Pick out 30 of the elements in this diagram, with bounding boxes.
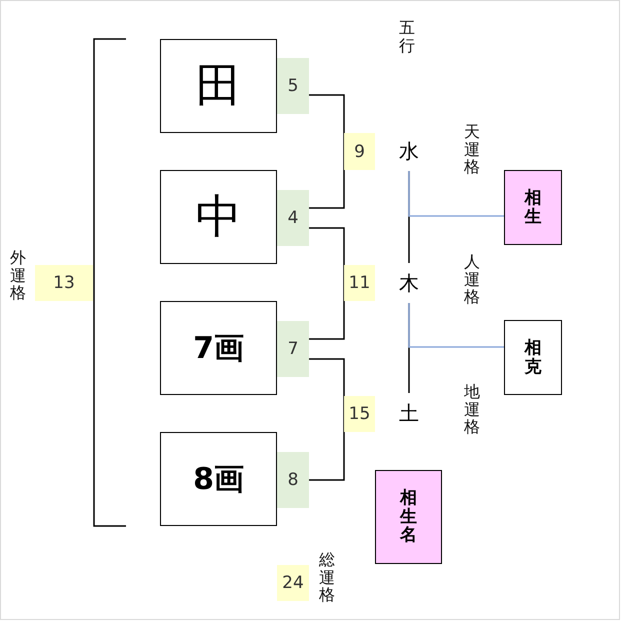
stroke-count-box: 8画: [160, 432, 277, 526]
connector-line: [408, 303, 504, 348]
sum-number: 11: [344, 265, 375, 301]
sum-number: 13: [35, 265, 93, 301]
stroke-number: 4: [277, 190, 309, 246]
element-text: 水: [397, 138, 421, 164]
stroke-number: 8: [277, 452, 309, 508]
vertical-label: 人運格: [464, 253, 480, 306]
element-text: 土: [397, 400, 421, 426]
vertical-label: 地運格: [464, 383, 480, 436]
character-box: 中: [160, 170, 277, 264]
vertical-label: 外運格: [10, 249, 26, 302]
element-text: 木: [397, 270, 421, 296]
result-box: 相生名: [375, 470, 442, 564]
sum-number: 15: [344, 396, 375, 432]
connector-line: [309, 358, 345, 481]
result-box: 相生: [504, 170, 562, 245]
vertical-label: 五行: [399, 19, 415, 54]
connector-line: [309, 94, 345, 209]
vertical-label: 総運格: [319, 551, 335, 604]
vertical-label: 天運格: [464, 123, 480, 176]
sum-number: 9: [344, 133, 375, 170]
stroke-number: 7: [277, 321, 309, 377]
connector-line: [408, 171, 504, 217]
sum-number: 24: [277, 565, 309, 601]
stroke-number: 5: [277, 58, 309, 114]
connector-line: [309, 227, 345, 340]
character-box: 田: [160, 39, 277, 133]
stroke-count-box: 7画: [160, 301, 277, 395]
result-box: 相克: [504, 320, 562, 395]
